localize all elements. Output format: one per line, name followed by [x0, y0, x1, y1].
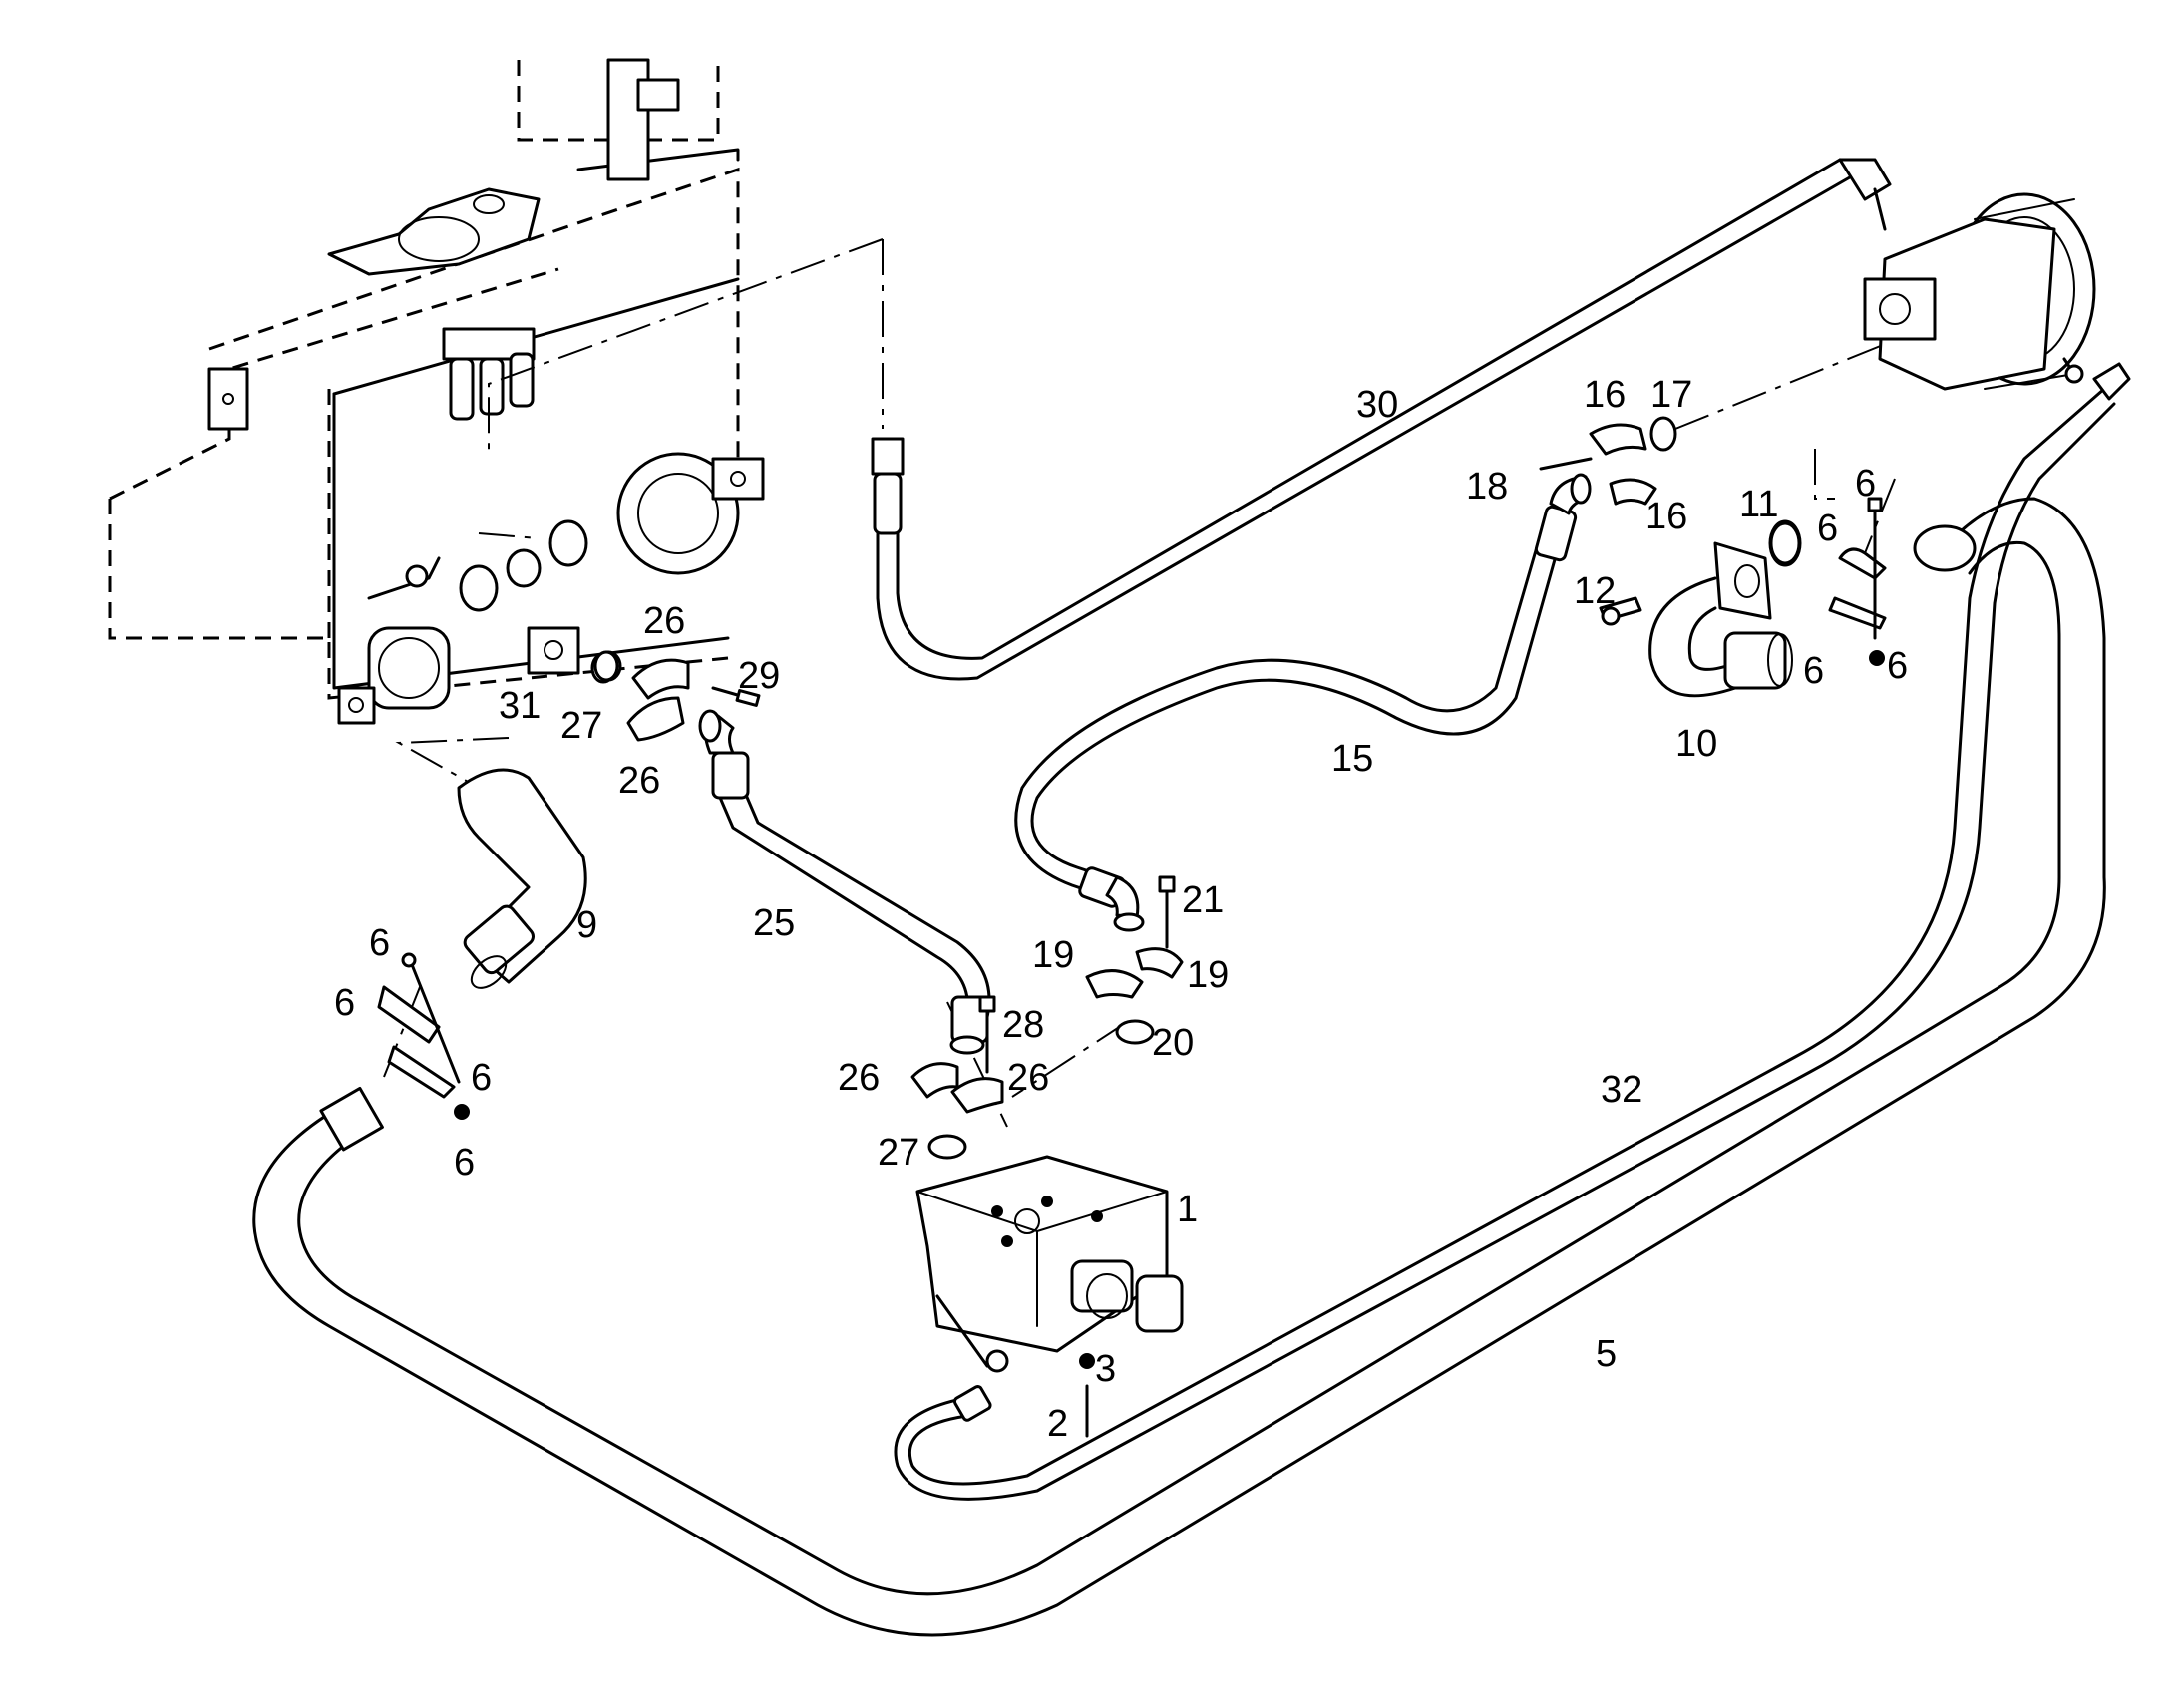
- callout-28: 28: [1002, 1004, 1044, 1046]
- callout-6f: 6: [1817, 508, 1838, 549]
- callout-6h: 6: [1887, 645, 1908, 687]
- callout-26a: 26: [643, 600, 685, 642]
- callout-16b: 16: [1645, 496, 1687, 537]
- callout-27b: 27: [878, 1132, 919, 1174]
- callout-6a: 6: [369, 922, 390, 964]
- callout-6c: 6: [471, 1057, 492, 1099]
- callout-17: 17: [1650, 374, 1692, 416]
- pump: [1863, 192, 2096, 391]
- callout-27a: 27: [560, 705, 602, 747]
- callout-29: 29: [738, 655, 780, 697]
- hose-30: [871, 158, 1892, 681]
- callout-6d: 6: [454, 1142, 475, 1184]
- callout-26b: 26: [618, 760, 660, 802]
- callout-12: 12: [1574, 570, 1616, 612]
- callout-6b: 6: [334, 982, 355, 1024]
- centerlines: [383, 238, 1936, 1128]
- callout-10: 10: [1675, 723, 1717, 765]
- callout-6e: 6: [1855, 463, 1876, 505]
- hose-32: [894, 362, 2131, 1501]
- callout-6g: 6: [1803, 650, 1824, 692]
- callout-19a: 19: [1032, 934, 1074, 976]
- callout-labels: 1 2 3 5 6 6 6 6 6 6 6 6 9 10 11 12 15 16…: [334, 374, 1908, 1445]
- callout-15: 15: [1331, 738, 1373, 780]
- callout-20: 20: [1152, 1022, 1194, 1064]
- callout-3: 3: [1095, 1348, 1116, 1390]
- hose-5: [252, 497, 2106, 1637]
- elbow-9: [377, 768, 587, 1120]
- small-parts: [590, 416, 1887, 1438]
- callout-1: 1: [1177, 1189, 1198, 1230]
- valve-block-1: [915, 1155, 1184, 1373]
- callout-21: 21: [1182, 879, 1224, 921]
- callout-32: 32: [1601, 1069, 1642, 1111]
- callout-5: 5: [1596, 1333, 1617, 1375]
- callout-16a: 16: [1584, 374, 1626, 416]
- callout-25: 25: [753, 902, 795, 944]
- callout-30: 30: [1356, 384, 1398, 426]
- callout-2: 2: [1047, 1403, 1068, 1445]
- hose-25: [698, 709, 991, 1055]
- callout-9: 9: [576, 904, 597, 946]
- callout-19b: 19: [1187, 954, 1229, 996]
- callout-26c: 26: [838, 1057, 880, 1099]
- callout-18: 18: [1466, 466, 1508, 508]
- callout-26d: 26: [1007, 1057, 1049, 1099]
- callout-11: 11: [1739, 484, 1778, 525]
- hose-15: [1014, 473, 1592, 932]
- callout-31: 31: [499, 685, 541, 727]
